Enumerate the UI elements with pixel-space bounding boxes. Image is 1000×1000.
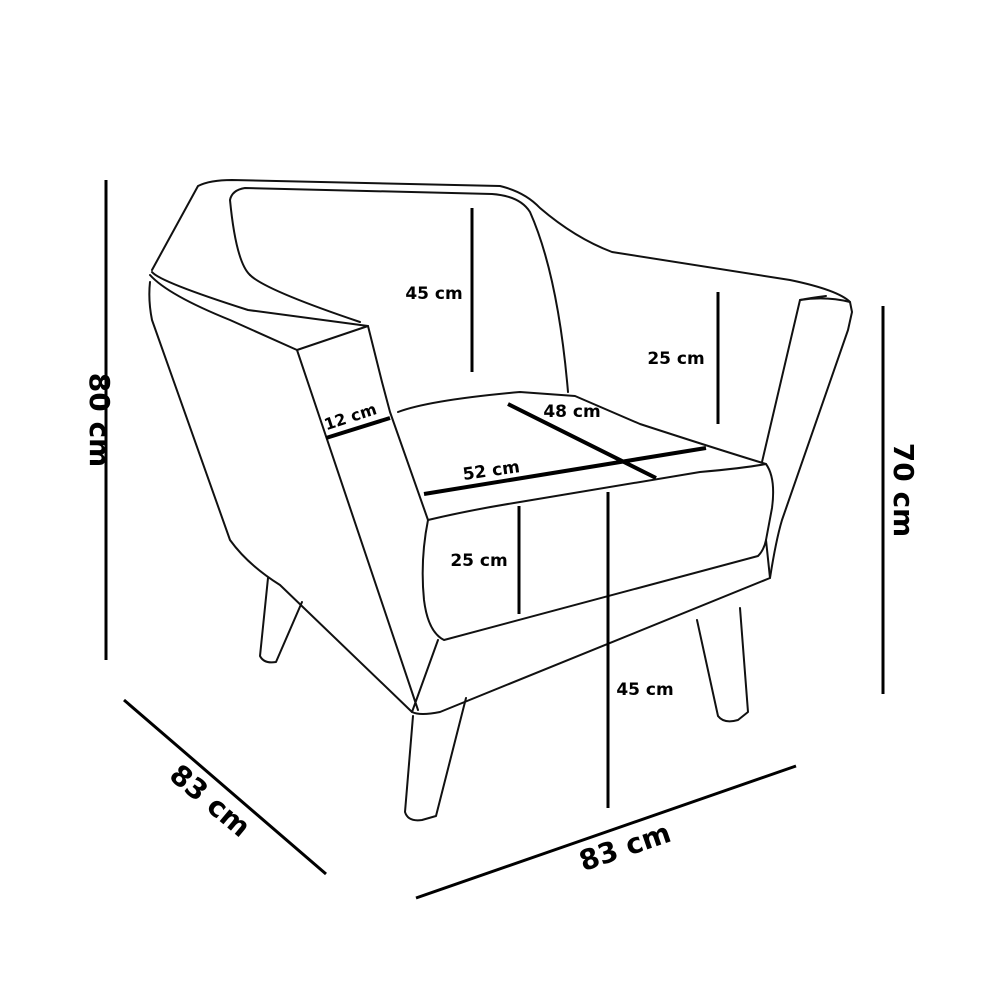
- backrest-height-label: 45 cm: [405, 284, 462, 304]
- back-left-leg: [259, 577, 303, 664]
- inner-back: [229, 187, 569, 393]
- back-shell-top: [151, 179, 851, 303]
- dimension-lines: [104, 180, 885, 900]
- front-base: [411, 539, 771, 715]
- left-arm-front-face: [296, 349, 419, 711]
- left-arm-top-inner: [249, 274, 361, 323]
- arm-height-label: 70 cm: [887, 443, 920, 538]
- width-line: [415, 764, 797, 900]
- front-left-leg: [404, 697, 467, 822]
- right-leg: [696, 607, 749, 723]
- left-arm-inner: [151, 271, 369, 327]
- seat-depth-label: 48 cm: [543, 402, 600, 422]
- armrest-width-line: [325, 416, 391, 440]
- seat-width-line: [423, 446, 707, 496]
- right-arm-inner: [799, 295, 827, 301]
- dimension-labels: 80 cm 70 cm 83 cm 83 cm 45 cm 25 cm 12 c…: [83, 284, 920, 878]
- right-arm: [761, 297, 853, 579]
- armrest-height-label: 25 cm: [647, 349, 704, 369]
- seat-height-label: 45 cm: [616, 680, 673, 700]
- cushion-thickness-label: 25 cm: [450, 551, 507, 571]
- total-height-label: 80 cm: [83, 373, 116, 468]
- seat-cushion-top: [397, 391, 767, 465]
- left-arm: [149, 274, 429, 521]
- seat-cushion-front: [421, 463, 775, 641]
- seat-depth-line: [507, 402, 657, 480]
- left-side-body: [148, 281, 413, 713]
- armchair-drawing: [148, 179, 853, 822]
- depth-line: [123, 698, 327, 876]
